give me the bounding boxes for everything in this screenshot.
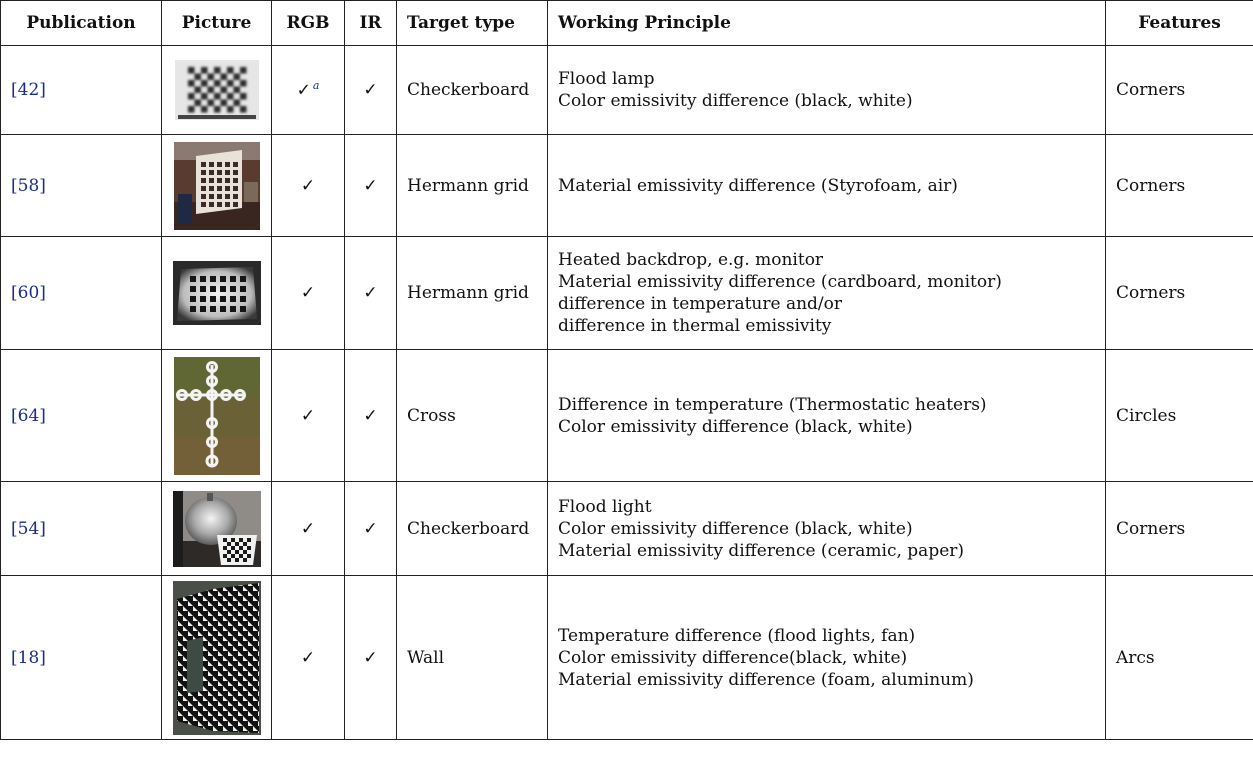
picture-cell <box>161 349 272 482</box>
rgb-check: ✓ <box>271 481 345 576</box>
publication-ref[interactable]: [64] <box>0 349 162 482</box>
header-row: Publication Picture RGB IR Target type W… <box>0 0 1253 46</box>
principle-line: Color emissivity difference (black, whit… <box>558 91 913 111</box>
pattern-wall-thumbnail <box>172 580 261 735</box>
principle-line: Material emissivity difference (ceramic,… <box>558 540 965 561</box>
header-picture: Picture <box>161 0 272 46</box>
ir-check: ✓ <box>344 575 397 740</box>
features: Corners <box>1105 481 1253 576</box>
table-row: [54] ✓ ✓ C <box>0 481 1253 576</box>
hermann-grid-room-thumbnail <box>173 141 260 230</box>
principle-line: Color emissivity difference(black, white… <box>558 647 908 668</box>
working-principle: Heated backdrop, e.g. monitor Material e… <box>547 236 1106 350</box>
rgb-cell: ✓a <box>271 45 345 135</box>
picture-cell <box>161 481 272 576</box>
rgb-check: ✓ <box>271 575 345 740</box>
principle-line: Material emissivity difference (Styrofoa… <box>558 175 958 196</box>
principle-line: Flood lamp <box>558 69 655 89</box>
rgb-check: ✓ <box>271 134 345 237</box>
ir-check: ✓ <box>344 236 397 350</box>
header-publication: Publication <box>0 0 162 46</box>
features: Circles <box>1105 349 1253 482</box>
principle-line: Material emissivity difference (cardboar… <box>558 272 1002 292</box>
target-type: Checkerboard <box>396 45 548 135</box>
target-type: Wall <box>396 575 548 740</box>
principle-line: Flood light <box>558 496 652 517</box>
header-rgb: RGB <box>271 0 345 46</box>
ir-check: ✓ <box>344 45 397 135</box>
principle-line: Color emissivity difference (black, whit… <box>558 518 913 539</box>
features: Corners <box>1105 45 1253 135</box>
picture-cell <box>161 134 272 237</box>
target-type: Hermann grid <box>396 134 548 237</box>
publication-ref[interactable]: [60] <box>0 236 162 350</box>
rgb-check: ✓ <box>271 349 345 482</box>
picture-cell <box>161 575 272 740</box>
ir-check: ✓ <box>344 134 397 237</box>
publication-ref[interactable]: [42] <box>0 45 162 135</box>
thermal-hermann-grid-thumbnail <box>172 261 261 325</box>
principle-line: difference in temperature and/or <box>558 294 843 314</box>
table-row: [60] ✓ ✓ Hermann grid Heated backdrop, <box>0 236 1253 350</box>
table-row: [42] ✓a ✓ Checkerboard Flood lamp Color … <box>0 45 1253 135</box>
cross-target-on-grass-thumbnail <box>173 356 260 475</box>
working-principle: Flood lamp Color emissivity difference (… <box>547 45 1106 135</box>
features: Corners <box>1105 236 1253 350</box>
table-row: [64] <box>0 349 1253 482</box>
target-type: Checkerboard <box>396 481 548 576</box>
picture-cell <box>161 236 272 350</box>
publication-ref[interactable]: [54] <box>0 481 162 576</box>
principle-line: Difference in temperature (Thermostatic … <box>558 394 987 415</box>
publication-ref[interactable]: [58] <box>0 134 162 237</box>
header-features: Features <box>1105 0 1253 46</box>
working-principle: Temperature difference (flood lights, fa… <box>547 575 1106 740</box>
flood-light-checkerboard-thumbnail <box>172 490 261 567</box>
target-type: Hermann grid <box>396 236 548 350</box>
header-target-type: Target type <box>396 0 548 46</box>
principle-line: Heated backdrop, e.g. monitor <box>558 250 824 270</box>
rgb-check: ✓ <box>271 236 345 350</box>
working-principle: Difference in temperature (Thermostatic … <box>547 349 1106 482</box>
working-principle: Flood light Color emissivity difference … <box>547 481 1106 576</box>
ir-check: ✓ <box>344 349 397 482</box>
header-working-principle: Working Principle <box>547 0 1106 46</box>
rgb-footnote-marker[interactable]: a <box>312 79 320 93</box>
calibration-targets-table: Publication Picture RGB IR Target type W… <box>0 0 1253 740</box>
checkerboard-blurred-thumbnail <box>174 60 259 120</box>
features: Arcs <box>1105 575 1253 740</box>
publication-ref[interactable]: [18] <box>0 575 162 740</box>
header-ir: IR <box>344 0 397 46</box>
working-principle: Material emissivity difference (Styrofoa… <box>547 134 1106 237</box>
picture-cell <box>161 45 272 135</box>
target-type: Cross <box>396 349 548 482</box>
features: Corners <box>1105 134 1253 237</box>
principle-line: difference in thermal emissivity <box>558 316 832 336</box>
rgb-check: ✓ <box>296 80 311 101</box>
principle-line: Color emissivity difference (black, whit… <box>558 416 913 437</box>
table-row: [58] ✓ ✓ Hermann grid Material emissivit… <box>0 134 1253 237</box>
principle-line: Material emissivity difference (foam, al… <box>558 669 974 690</box>
principle-line: Temperature difference (flood lights, fa… <box>558 625 916 646</box>
ir-check: ✓ <box>344 481 397 576</box>
table-row: [18] ✓ ✓ Wall <box>0 575 1253 740</box>
